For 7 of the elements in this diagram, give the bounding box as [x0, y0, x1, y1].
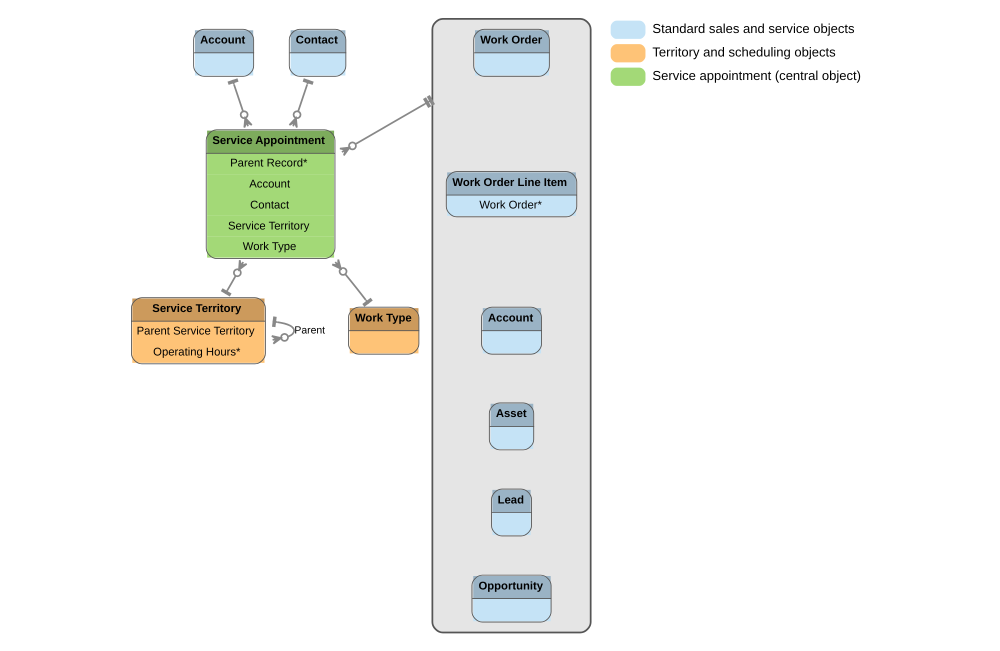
legend-label: Service appointment (central object): [652, 68, 862, 83]
legend-label: Territory and scheduling objects: [652, 44, 836, 60]
edge-label: Parent: [294, 325, 326, 336]
legend-label: Standard sales and service objects: [652, 20, 855, 36]
cluster: [432, 18, 592, 634]
connector: [270, 316, 295, 345]
connector: [228, 78, 253, 128]
